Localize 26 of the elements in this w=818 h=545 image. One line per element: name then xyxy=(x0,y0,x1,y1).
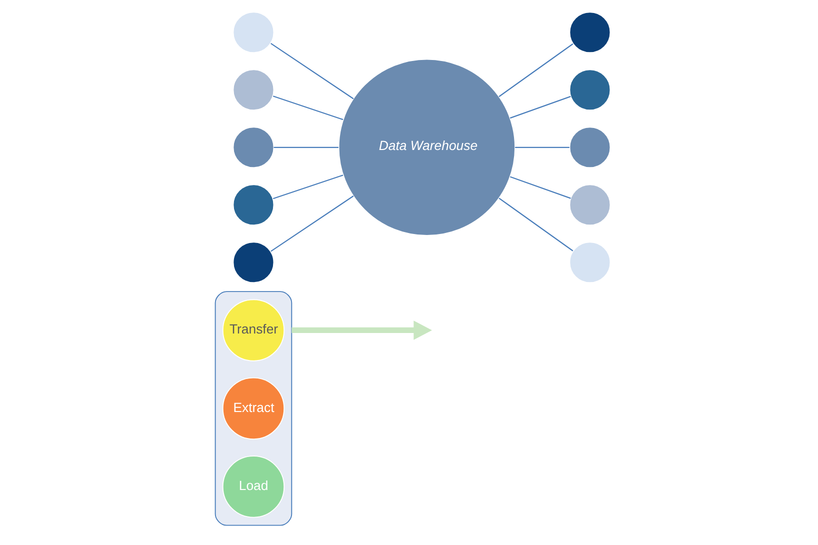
connector xyxy=(270,196,354,252)
node-circle xyxy=(232,184,274,226)
cluster xyxy=(214,291,292,526)
node-circle xyxy=(232,242,274,284)
node-circle xyxy=(569,12,611,54)
connector xyxy=(510,176,571,199)
node-circle: Transfer xyxy=(222,299,285,362)
node-circle xyxy=(232,69,274,111)
node-circle: Load xyxy=(222,456,285,518)
node-circle xyxy=(232,12,274,54)
node-circle: Data Warehouse xyxy=(338,58,516,236)
connector xyxy=(498,198,574,252)
connector xyxy=(498,43,574,98)
connector xyxy=(274,146,338,148)
arrow xyxy=(292,320,432,340)
node-circle xyxy=(569,126,611,168)
node-circle xyxy=(569,184,611,226)
node-circle xyxy=(569,69,611,111)
connector xyxy=(272,174,344,200)
connector xyxy=(272,96,344,120)
node-circle: Extract xyxy=(222,377,285,440)
connector xyxy=(510,96,571,119)
connector xyxy=(515,146,570,148)
connector xyxy=(270,42,354,100)
node-circle xyxy=(232,126,274,168)
node-circle xyxy=(569,242,611,284)
